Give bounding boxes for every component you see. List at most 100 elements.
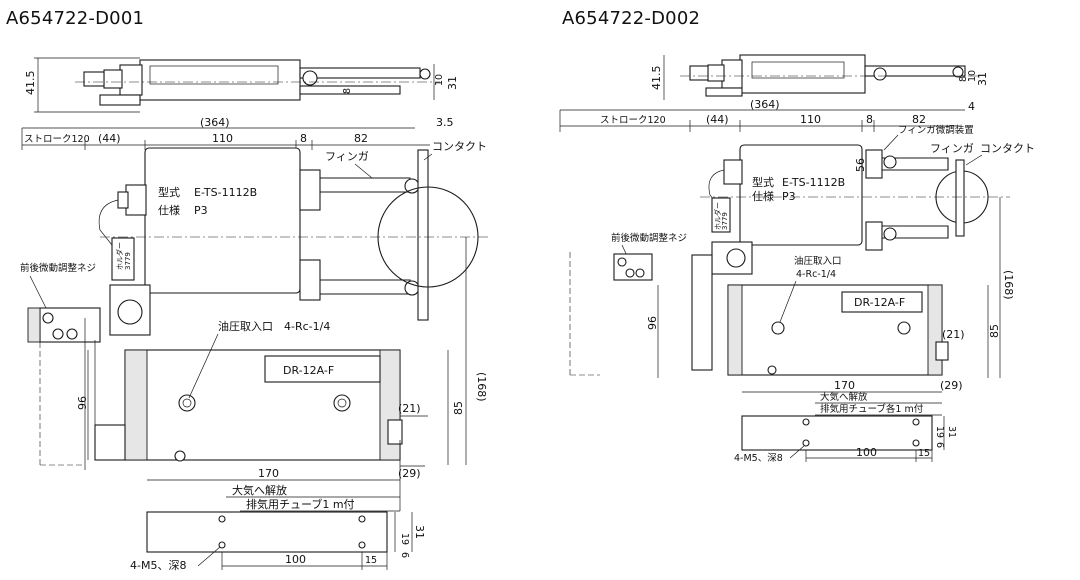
right-dim-82: 82 — [912, 113, 926, 126]
right-holder-num: 3779 — [721, 212, 729, 230]
right-unit-body — [739, 144, 863, 246]
left-side-dimensions: (168) 85 96 (21) 170 (29) 大気へ解放 排気用チューブ1… — [76, 237, 488, 512]
right-adjust-label: 前後微動調整ネジ — [611, 232, 687, 244]
left-top-block — [99, 94, 141, 106]
left-cable — [98, 199, 119, 246]
left-finger-label: フィンガ — [325, 150, 369, 163]
right-dim-364: (364) — [750, 98, 780, 111]
right-dim-100: 100 — [856, 446, 877, 459]
left-dimension-rows: (364) 3.5 ストローク120 (44) 110 8 82 — [21, 116, 454, 150]
left-dim-8-top: 8 — [342, 88, 353, 94]
right-plate — [841, 291, 923, 313]
left-model-value: E-TS-1112B — [194, 186, 257, 199]
left-base-body — [146, 511, 388, 553]
right-dim-31: 31 — [976, 72, 989, 86]
right-dim-8-top: 8 — [958, 76, 969, 82]
right-dim-19: 19 — [934, 426, 945, 438]
left-dim-96: 96 — [76, 396, 89, 410]
left-finger-bot — [320, 279, 411, 295]
left-base-plate: 100 15 19 6 31 4-M5、深8 — [130, 511, 426, 572]
left-holder — [111, 237, 135, 281]
left-dim-35: 3.5 — [436, 116, 454, 129]
right-plate-label: DR-12A-F — [854, 296, 905, 309]
drawing-title-right: A654722-D002 — [562, 8, 701, 29]
right-spec-value: P3 — [782, 190, 796, 203]
left-feed-block — [109, 284, 151, 336]
left-dim-8: 8 — [300, 132, 307, 145]
right-dim-8: 8 — [866, 113, 873, 126]
left-adjust-screw: 前後微動調整ネジ — [20, 262, 101, 466]
right-dim-168: (168) — [1002, 270, 1015, 300]
left-finger-top — [320, 177, 411, 193]
left-exhaust-label: 排気用チューブ1 m付 — [246, 497, 355, 511]
left-dim-100: 100 — [285, 553, 306, 566]
left-top-knob — [83, 71, 105, 87]
left-top-cap — [119, 64, 143, 96]
left-oil-port-2 — [333, 394, 351, 412]
right-adjust-screw: 前後微動調整ネジ — [569, 232, 687, 376]
right-dim-31b: 31 — [946, 426, 957, 438]
right-dim-15: 15 — [918, 448, 930, 459]
right-holder — [711, 197, 731, 233]
right-oil-label-2: 4-Rc-1/4 — [796, 269, 836, 280]
left-dim-19: 19 — [399, 533, 410, 545]
right-holder-label: ホルダー — [713, 202, 722, 230]
left-dim-15: 15 — [365, 555, 377, 566]
left-plate — [264, 355, 381, 383]
left-dim-6: 6 — [399, 552, 410, 558]
left-top-end — [103, 69, 123, 89]
left-lower-cylinder: DR-12A-F 油圧取入口 4-Rc-1/4 — [84, 318, 403, 470]
right-base-plate: 100 15 19 6 31 4-M5、深8 — [734, 415, 957, 464]
right-base-body — [741, 415, 933, 451]
left-dim-170: 170 — [258, 467, 279, 480]
right-dim-415: 41.5 — [650, 66, 663, 91]
left-upper-assembly: 型式 E-TS-1112B 仕様 P3 ホルダー 3779 — [98, 140, 490, 336]
left-dim-168: (168) — [475, 372, 488, 402]
left-dim-415: 41.5 — [24, 71, 37, 96]
left-dim-364: (364) — [200, 116, 230, 129]
right-dim-stroke: ストローク120 — [600, 115, 666, 126]
right-contact-label: コンタクト — [980, 142, 1035, 155]
right-upper-assembly: 型式 E-TS-1112B 仕様 P3 56 ホルダー 3779 — [700, 142, 1035, 275]
right-model-label: 型式 — [752, 175, 774, 189]
right-dim-110: 110 — [800, 113, 821, 126]
left-top-slot — [149, 65, 279, 85]
right-dim-44: (44) — [706, 113, 729, 126]
left-contact-bar — [417, 149, 429, 321]
left-top-arm — [299, 85, 401, 95]
left-spec-label: 仕様 — [158, 203, 180, 217]
left-finger-bracket-bot — [299, 259, 321, 301]
left-dim-21: (21) — [398, 402, 421, 415]
right-tap-label: 4-M5、深8 — [734, 453, 783, 464]
right-dim-85: 85 — [988, 324, 1001, 338]
right-dim-29: (29) — [940, 379, 963, 392]
left-drawing: 41.5 31 10 8 (364) 3.5 ストローク120 (44) 110… — [20, 57, 490, 572]
right-cable — [708, 169, 725, 206]
right-top-view: 41.5 31 10 8 — [650, 54, 989, 100]
left-top-pivot — [302, 70, 318, 86]
left-oil-port-1 — [178, 394, 196, 412]
left-exhaust-fitting — [387, 419, 403, 445]
right-exhaust-label: 排気用チューブ各1 m付 — [820, 403, 924, 415]
left-top-view: 41.5 31 10 8 — [24, 57, 459, 113]
left-top-contact — [419, 68, 431, 80]
left-tap-label: 4-M5、深8 — [130, 559, 186, 572]
drawing-title-left: A654722-D001 — [6, 8, 145, 29]
left-holder-label: ホルダー — [115, 242, 124, 270]
left-air-label: 大気へ解放 — [232, 483, 287, 497]
left-dim-82: 82 — [354, 132, 368, 145]
left-unit-body — [144, 147, 301, 294]
right-lower-cylinder: DR-12A-F 油圧取入口 4-Rc-1/4 — [691, 254, 949, 376]
right-dim-96: 96 — [646, 316, 659, 330]
left-feed-port — [117, 299, 143, 325]
left-dim-44: (44) — [98, 132, 121, 145]
left-oil-label: 油圧取入口 4-Rc-1/4 — [218, 319, 330, 333]
right-air-label: 大気へ解放 — [820, 391, 868, 403]
left-dim-110: 110 — [212, 132, 233, 145]
right-dim-56: 56 — [854, 158, 867, 172]
right-dimension-rows: (364) 4 ストローク120 (44) 110 8 82 フィンガ微調装置 — [559, 98, 975, 151]
right-spec-label: 仕様 — [752, 189, 774, 203]
right-side-dimensions: (168) 85 96 (21) 170 (29) 大気へ解放 排気用チューブ各… — [646, 197, 1015, 416]
